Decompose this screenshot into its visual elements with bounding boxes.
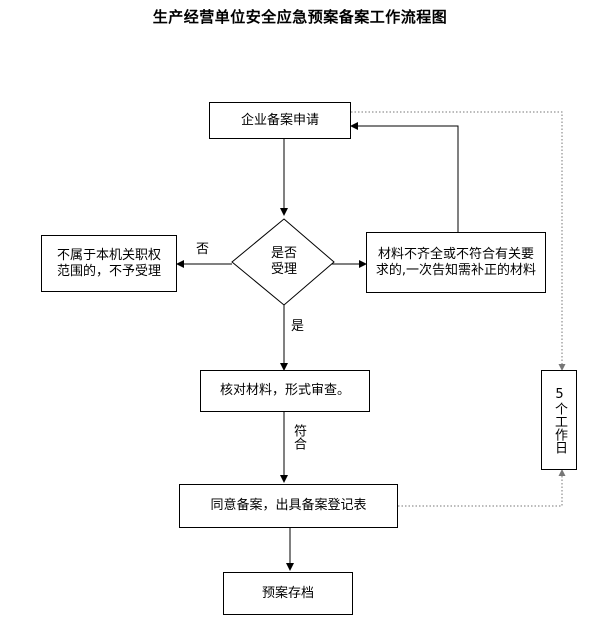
- page-title: 生产经营单位安全应急预案备案工作流程图: [152, 8, 448, 26]
- node-reject[interactable]: 不属于本机关职权范围的，不予受理: [41, 235, 177, 292]
- node-apply[interactable]: 企业备案申请: [209, 102, 351, 139]
- decision-text[interactable]: 是否 受理: [254, 246, 314, 278]
- edge-label-conform: 符合: [291, 424, 306, 450]
- node-archive[interactable]: 预案存档: [223, 572, 353, 615]
- node-supplement[interactable]: 材料不齐全或不符合有关要求的,一次告知需补正的材料: [366, 232, 546, 293]
- dotted-line-apply-to-deadline: [351, 111, 566, 371]
- edge-label-no: 否: [196, 242, 210, 257]
- edge-label-yes: 是: [291, 319, 305, 334]
- node-approve[interactable]: 同意备案，出具备案登记表: [179, 484, 398, 528]
- dotted-line-approve-to-deadline: [398, 469, 566, 507]
- node-review[interactable]: 核对材料，形式审查。: [200, 370, 370, 412]
- deadline-text: 5个工作日: [552, 386, 567, 454]
- decision-line-1: 是否: [270, 246, 297, 261]
- decision-diamond: [231, 218, 335, 306]
- node-deadline[interactable]: 5个工作日: [541, 370, 577, 470]
- arrow-supplement-back-to-apply: [350, 122, 459, 232]
- decision-line-2: 受理: [270, 262, 297, 277]
